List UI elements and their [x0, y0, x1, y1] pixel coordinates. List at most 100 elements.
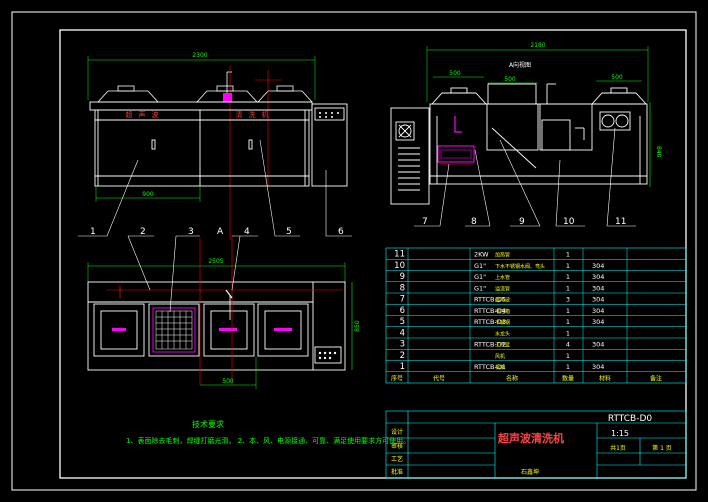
tech-req-title: 技术要求 — [192, 419, 224, 429]
title-block: 设计 审核 工艺 批准 石鑫坤 超声波清洗机 RTTCB-D0 1:15 共1页… — [385, 410, 687, 479]
bom-qty: 1 — [566, 307, 570, 315]
callout-9: 9 — [519, 217, 525, 227]
bom-code: RTTCB-D4 — [474, 307, 506, 315]
bom-material: 304 — [592, 296, 604, 304]
bom-no: 8 — [400, 283, 405, 293]
callout-6: 6 — [338, 227, 344, 237]
bom-code: G1" — [474, 284, 486, 292]
bom-material: 304 — [592, 307, 604, 315]
bom-name: 水龙头 — [495, 330, 510, 337]
sheets-total: 共1页 — [610, 444, 626, 452]
bom-qty: 1 — [566, 318, 570, 326]
bom-name: 超声波 — [495, 297, 510, 304]
bom-name: 下水不锈钢水阀、弯头 — [495, 263, 545, 270]
front-view: 2300 — [78, 52, 352, 240]
outer-frame — [11, 11, 697, 491]
bom-no: 11 — [394, 250, 405, 260]
bom-no: 6 — [400, 306, 405, 316]
bom-qty: 1 — [566, 262, 570, 270]
bom-material: 304 — [592, 341, 604, 349]
tech-req-text: 1、表面除去毛刺，焊缝打磨光滑。 2、本、风、电源接通、可靠、满足使用要求方可使… — [126, 436, 410, 445]
approve-text: 石鑫坤 — [521, 468, 539, 476]
bom-header-material: 材料 — [599, 374, 611, 382]
design-label: 设计 — [391, 428, 403, 436]
bom-code: 2KW — [474, 251, 489, 259]
bom-qty: 1 — [566, 284, 570, 292]
plan-view: 2505 — [87, 227, 361, 389]
side-width-dim: 2180 — [530, 42, 545, 49]
plan-depth-dim: 850 — [354, 320, 361, 332]
bom-name: 电控箱 — [495, 308, 510, 315]
bom-no: 7 — [400, 295, 405, 305]
plan-width-dim: 2505 — [208, 258, 223, 265]
front-sub-dim: 900 — [142, 191, 154, 198]
drawing-number: RTTCB-D0 — [608, 414, 653, 424]
side-dim-b: 500 — [504, 76, 516, 83]
plan-sub-dim: 500 — [222, 378, 234, 385]
bom-qty: 1 — [566, 363, 570, 371]
bom-no: 2 — [400, 351, 405, 361]
callout-8: 8 — [471, 217, 477, 227]
bom-qty: 1 — [566, 251, 570, 259]
callout-4: 4 — [244, 227, 250, 237]
bom-no: 5 — [400, 317, 405, 327]
sheet-number: 第 1 页 — [652, 444, 672, 452]
bom-name: 溢流管 — [495, 285, 510, 292]
bom-code: G1" — [474, 262, 486, 270]
bom-name: 工件篮 — [495, 342, 510, 349]
bom-no: 3 — [400, 340, 405, 350]
side-view: 2180 500 500 500 A向视图 840 — [390, 42, 662, 227]
callout-7: 7 — [422, 217, 428, 227]
section-marker-a: A — [217, 227, 224, 237]
bom-material: 304 — [592, 318, 604, 326]
front-width-dim: 2300 — [192, 52, 207, 59]
bom-qty: 1 — [566, 352, 570, 360]
bom-header-remark: 备注 — [650, 374, 662, 382]
bom-name: 不锈钢 — [495, 319, 510, 326]
bom-material: 304 — [592, 363, 604, 371]
bom-qty: 1 — [566, 329, 570, 337]
bom-no: 1 — [400, 362, 405, 372]
bom-code: RTTCB-D5 — [474, 296, 506, 304]
callout-11: 11 — [615, 217, 626, 227]
callout-3: 3 — [188, 227, 194, 237]
bom-code: G1" — [474, 273, 486, 281]
bom-header-code: 代号 — [433, 374, 445, 382]
front-label-right: 清洗机 — [236, 110, 275, 119]
bom-material: 304 — [592, 273, 604, 281]
bom-material: 304 — [592, 284, 604, 292]
bom-header-no: 序号 — [391, 374, 403, 382]
process-label: 工艺 — [391, 455, 403, 463]
drawing-title: 超声波清洗机 — [497, 431, 564, 445]
bom-qty: 4 — [566, 341, 570, 349]
side-height-dim: 840 — [655, 146, 662, 158]
bom-code: RTTCB-D3 — [474, 318, 506, 326]
front-label-left: 超声波 — [126, 110, 165, 119]
side-dim-c: 500 — [611, 74, 623, 81]
bom-material: 304 — [592, 262, 604, 270]
bom-code: RTTCB-D2 — [474, 341, 506, 349]
bom-qty: 1 — [566, 273, 570, 281]
bom-name: 机架 — [495, 364, 505, 371]
callout-10: 10 — [563, 217, 575, 227]
bom-no: 4 — [400, 328, 405, 338]
callout-5: 5 — [286, 227, 292, 237]
bom-no: 10 — [394, 261, 405, 271]
bom-header-name: 名称 — [506, 374, 518, 382]
bom-name: 加热管 — [495, 252, 510, 259]
callout-1: 1 — [90, 227, 96, 237]
bom-header-qty: 数量 — [562, 374, 574, 382]
bom-qty: 3 — [566, 296, 570, 304]
bom-code: RTTCB-D1 — [474, 363, 506, 371]
check-label: 审核 — [391, 442, 403, 450]
approve-label: 批准 — [391, 468, 403, 476]
bom-no: 9 — [400, 272, 405, 282]
bom-name: 风机 — [495, 353, 505, 360]
side-view-label: A向视图 — [509, 61, 531, 69]
scale: 1:15 — [611, 429, 629, 438]
side-dim-a: 500 — [449, 70, 461, 77]
callout-2: 2 — [140, 227, 146, 237]
bom-name: 上水管 — [495, 274, 510, 281]
